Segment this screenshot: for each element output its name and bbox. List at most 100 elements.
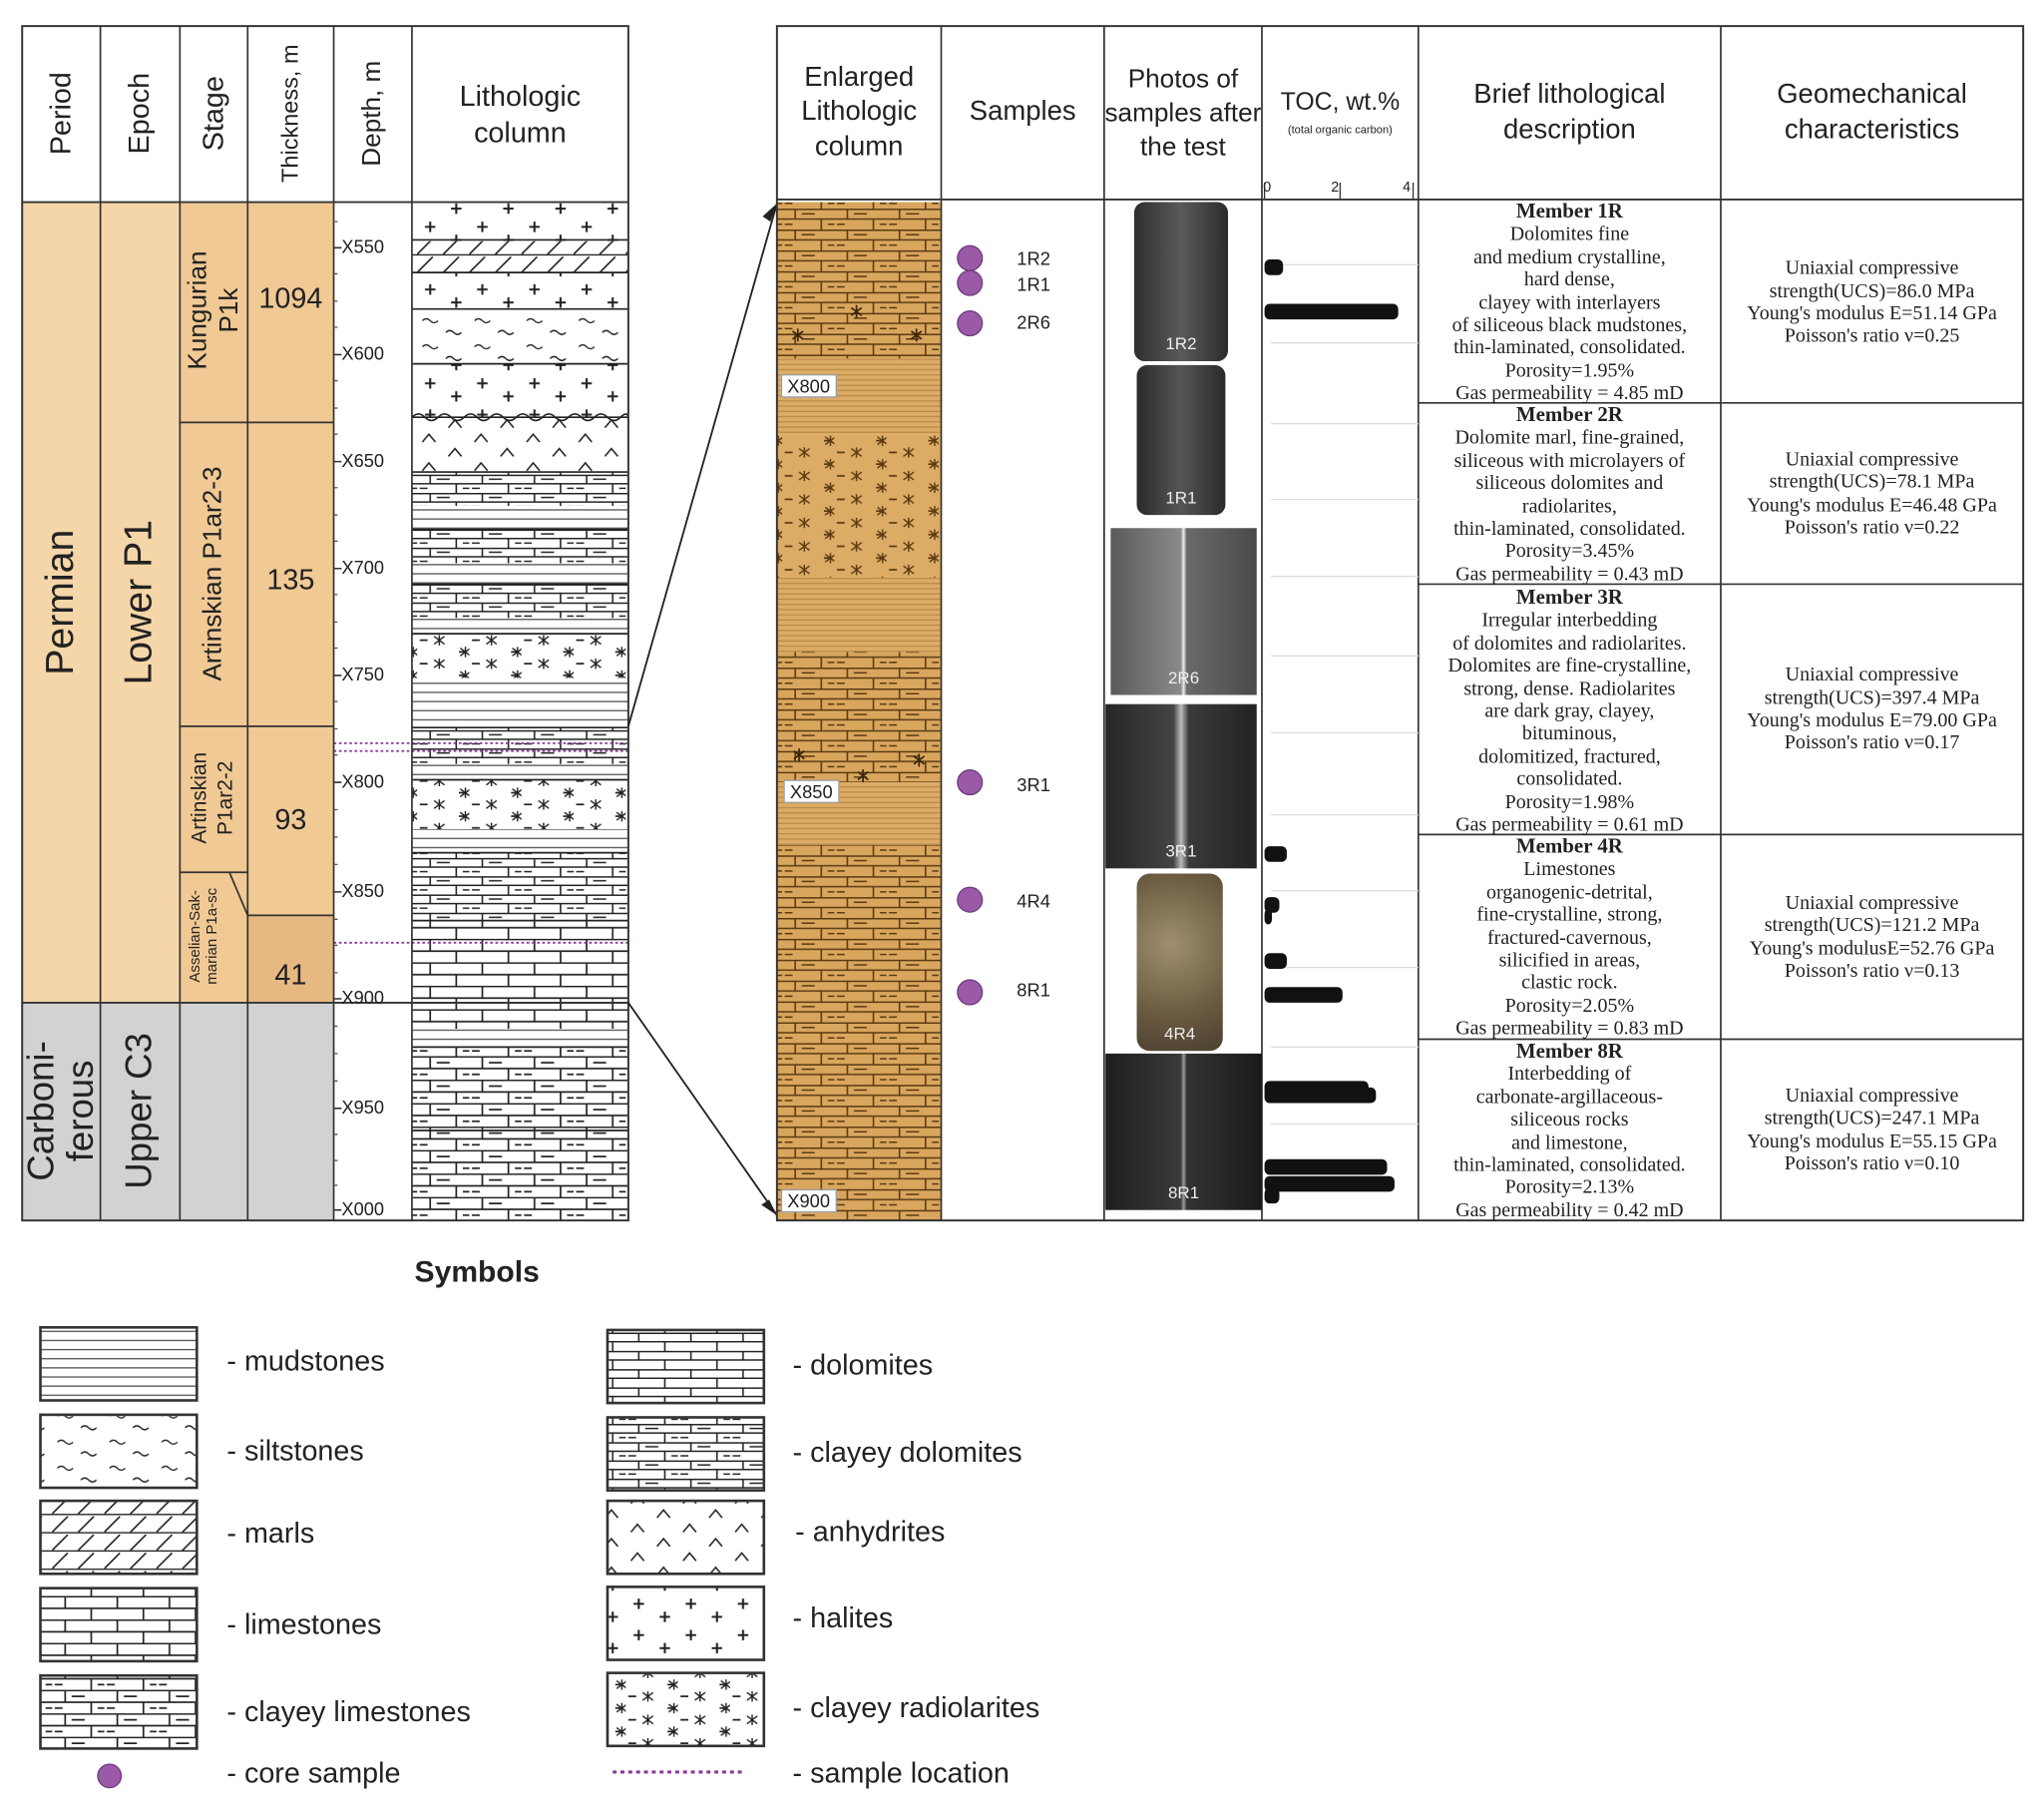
toc-bar [1264, 303, 1399, 320]
legend-title: Symbols [414, 1254, 540, 1289]
enlarged-depth: X850 [783, 779, 840, 803]
legend-core-sample: - core sample [226, 1756, 401, 1789]
thickness-asselian: 41 [274, 958, 307, 992]
toc-bar [1264, 1187, 1280, 1204]
photo-label: 1R1 [1165, 487, 1197, 508]
header-litho: Lithologic column [459, 79, 582, 149]
legend-siltstones: - siltstones [226, 1434, 364, 1468]
toc-tick: 2 [1331, 180, 1340, 197]
geo-line: strength(UCS)=247.1 MPa [1764, 1107, 1980, 1130]
depth-tick: X600 [341, 342, 385, 364]
photo-label: 2R6 [1167, 668, 1200, 687]
geo-line: Poisson's ratio ν=0.25 [1784, 324, 1960, 348]
photo-label: 8R1 [1167, 1182, 1200, 1202]
desc-line: fine-crystalline, strong, [1476, 903, 1663, 927]
geo-1r: Uniaxial compressive strength(UCS)=86.0 … [1721, 203, 2023, 403]
geo-line: Uniaxial compressive [1785, 664, 1959, 686]
desc-line: thin-laminated, consolidated. [1453, 517, 1686, 541]
legend-clayey-radiolarites: - clayey radiolarites [792, 1690, 1040, 1724]
thickness-kungurian: 1094 [258, 281, 323, 314]
depth-tick: X650 [341, 449, 385, 471]
sample-label: 2R6 [1017, 311, 1050, 333]
desc-line: fractured-cavernous, [1486, 926, 1652, 949]
period-carboniferous: Carboni-ferous [20, 1041, 101, 1181]
header-toc: TOC, wt.% [1280, 88, 1401, 117]
epoch-upper-c3: Upper C3 [118, 1033, 160, 1189]
member-title: Member 4R [1515, 835, 1623, 858]
desc-line: Dolomite marl, fine-grained, [1454, 426, 1685, 450]
toc-bar [1264, 1158, 1388, 1175]
geo-line: Young's modulus E=55.15 GPa [1747, 1130, 1997, 1152]
legend-marls: - marls [226, 1516, 315, 1550]
desc-line: Porosity=1.95% [1504, 359, 1635, 382]
geo-line: strength(UCS)=397.4 MPa [1764, 686, 1980, 709]
legend-dolomites: - dolomites [792, 1348, 934, 1381]
geo-line: Young's modulus E=79.00 GPa [1747, 708, 1997, 732]
desc-line: Gas permeability = 0.43 mD [1455, 563, 1684, 586]
desc-line: Gas permeability = 0.83 mD [1455, 1017, 1684, 1040]
enlarged-depth: X800 [780, 374, 837, 398]
desc-line: bituminous, [1521, 722, 1617, 745]
legend-anhydrites: - anhydrites [795, 1515, 946, 1549]
desc-line: Porosity=2.05% [1504, 994, 1635, 1018]
sample-dot [957, 269, 984, 296]
desc-line: Gas permeability = 0.42 mD [1455, 1199, 1684, 1222]
desc-line: and limestone, [1511, 1131, 1628, 1154]
legend-sample-location: - sample location [792, 1756, 1010, 1789]
desc-line: thin-laminated, consolidated. [1453, 336, 1686, 359]
member-title: Member 8R [1515, 1040, 1623, 1064]
toc-bars [1264, 259, 1399, 1204]
legend-limestones: - limestones [226, 1607, 382, 1640]
photo-sample: 4R4 [1136, 873, 1223, 1052]
geo-line: Uniaxial compressive [1785, 256, 1959, 279]
thickness-artinskian-23: 135 [266, 563, 315, 597]
member-2r-desc: Member 2R Dolomite marl, fine-grained, s… [1420, 404, 1720, 586]
toc-bar [1264, 897, 1280, 913]
depth-tick: X950 [341, 1097, 385, 1118]
photo-label: 3R1 [1165, 840, 1197, 861]
toc-tick: 4 [1403, 180, 1412, 197]
header-enlarged: Enlarged Lithologic column [801, 62, 918, 162]
desc-line: are dark gray, clayey, [1484, 699, 1655, 723]
header-samples: Samples [969, 97, 1076, 128]
sample-dot [957, 244, 984, 271]
header-stage: Stage [197, 76, 229, 152]
header-thickness: Thickness, m [276, 44, 303, 183]
header-geomech: Geomechanical characteristics [1777, 80, 1967, 145]
desc-line: Limestones [1523, 858, 1616, 881]
sample-label: 3R1 [1017, 774, 1050, 796]
depth-tick: X700 [341, 557, 385, 578]
geo-4r: Uniaxial compressive strength(UCS)=121.2… [1721, 834, 2023, 1039]
sample-label: 1R2 [1017, 247, 1050, 269]
geo-3r: Uniaxial compressive strength(UCS)=397.4… [1721, 584, 2023, 834]
photo-sample: 8R1 [1105, 1053, 1262, 1210]
desc-line: Porosity=1.98% [1504, 790, 1635, 813]
header-toc-sub: (total organic carbon) [1287, 122, 1393, 136]
sample-dot [957, 769, 984, 796]
member-3r-desc: Member 3R Irregular interbedding of dolo… [1420, 587, 1720, 836]
desc-line: of dolomites and radiolarites. [1452, 632, 1687, 655]
member-4r-desc: Member 4R Limestones organogenic-detrita… [1420, 836, 1720, 1041]
toc-bar [1264, 908, 1273, 925]
member-title: Member 3R [1515, 587, 1623, 610]
geo-line: Uniaxial compressive [1785, 891, 1959, 914]
stage-artinskian-22: Artinskian P1ar2-2 [189, 751, 237, 844]
desc-line: Interbedding of [1507, 1063, 1632, 1086]
desc-line: hard dense, [1523, 268, 1615, 291]
photo-label: 4R4 [1164, 1023, 1196, 1044]
member-8r-desc: Member 8R Interbedding of carbonate-argi… [1420, 1041, 1720, 1222]
period-permian: Permian [39, 529, 83, 676]
enlarged-depth: X900 [780, 1188, 837, 1213]
sample-dot [957, 886, 984, 913]
desc-line: clayey with interlayers [1478, 291, 1661, 314]
desc-line: siliceous with microlayers of [1453, 449, 1686, 472]
desc-line: clastic rock. [1521, 972, 1618, 995]
geo-line: Young's modulus E=51.14 GPa [1747, 302, 1997, 325]
desc-line: Irregular interbedding [1481, 609, 1658, 633]
depth-tick: X750 [341, 664, 385, 685]
geo-line: Uniaxial compressive [1785, 1084, 1959, 1108]
depth-tick: X900 [341, 987, 385, 1009]
toc-bar [1264, 953, 1287, 969]
toc-bar [1264, 259, 1284, 275]
stage-kungurian: Kungurian P1k [184, 250, 244, 370]
